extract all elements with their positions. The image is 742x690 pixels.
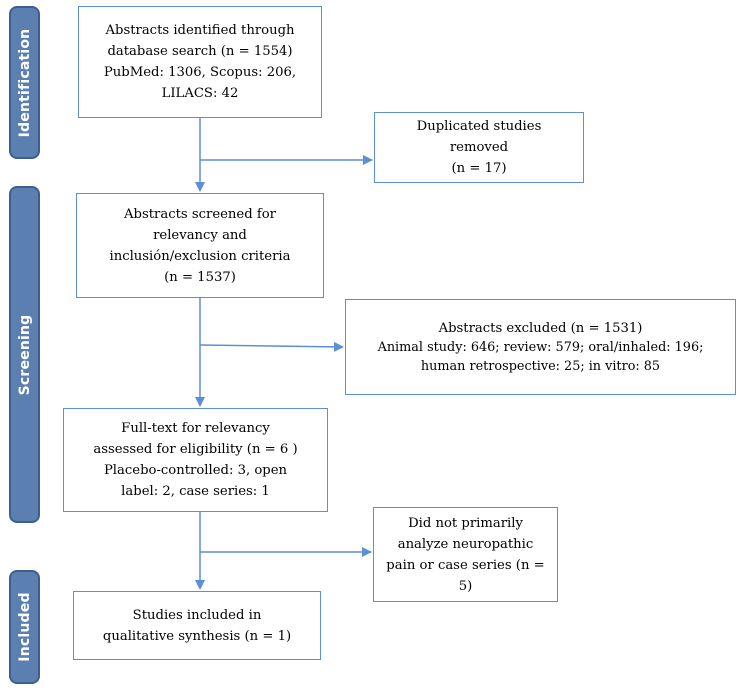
box-not-neuropathic-line-1: Did not primarily [408,515,523,531]
box-duplicates-line-3: (n = 17) [451,161,507,176]
box-not-neuropathic-line-2: analyze neuropathic [397,536,534,552]
stage-screening-label: Screening [16,314,33,395]
box-identified: Abstracts identified through database se… [78,6,322,118]
box-screened-line-3: inclusión/exclusion criteria [109,248,291,264]
box-excluded: Abstracts excluded (n = 1531) Animal stu… [345,299,736,395]
box-duplicates: Duplicated studies removed (n = 17) [374,112,584,183]
box-not-neuropathic-line-4: 5) [458,578,473,594]
stage-identification-label: Identification [16,28,33,137]
box-not-neuropathic: Did not primarily analyze neuropathic pa… [373,507,558,602]
box-duplicates-line-1: Duplicated studies [416,119,542,134]
box-included-line-1: Studies included in [132,607,262,623]
box-fulltext-line-2: assessed for eligibility (n = 6 ) [93,442,298,457]
box-included-line-2: qualitative synthesis (n = 1) [102,628,292,644]
box-excluded-line-3: human retrospective: 25; in vitro: 85 [420,358,661,374]
box-excluded-line-1: Abstracts excluded (n = 1531) [438,320,643,336]
box-fulltext-line-3: Placebo-controlled: 3, open [103,463,288,478]
box-screened-line-4: (n = 1537) [164,269,236,285]
box-included: Studies included in qualitative synthesi… [73,591,321,660]
box-screened: Abstracts screened for relevancy and inc… [76,193,324,298]
box-excluded-line-2: Animal study: 646; review: 579; oral/inh… [377,339,704,355]
stage-included: Included [9,570,40,684]
box-screened-line-2: relevancy and [153,227,247,243]
box-fulltext-line-1: Full-text for relevancy [121,421,270,436]
box-not-neuropathic-line-3: pain or case series (n = [386,557,545,573]
stage-identification: Identification [9,6,40,159]
box-identified-line-3: PubMed: 1306, Scopus: 206, [103,65,297,80]
stage-included-label: Included [16,592,33,662]
box-fulltext-line-4: label: 2, case series: 1 [121,484,270,499]
box-identified-line-4: LILACS: 42 [161,86,239,101]
box-identified-line-2: database search (n = 1554) [107,44,293,59]
stage-screening: Screening [9,186,40,523]
box-identified-line-1: Abstracts identified through [105,23,295,38]
box-fulltext: Full-text for relevancy assessed for eli… [63,408,328,512]
box-screened-line-1: Abstracts screened for [124,206,276,222]
arrow-to-excluded [199,341,344,352]
box-duplicates-line-2: removed [449,140,509,155]
